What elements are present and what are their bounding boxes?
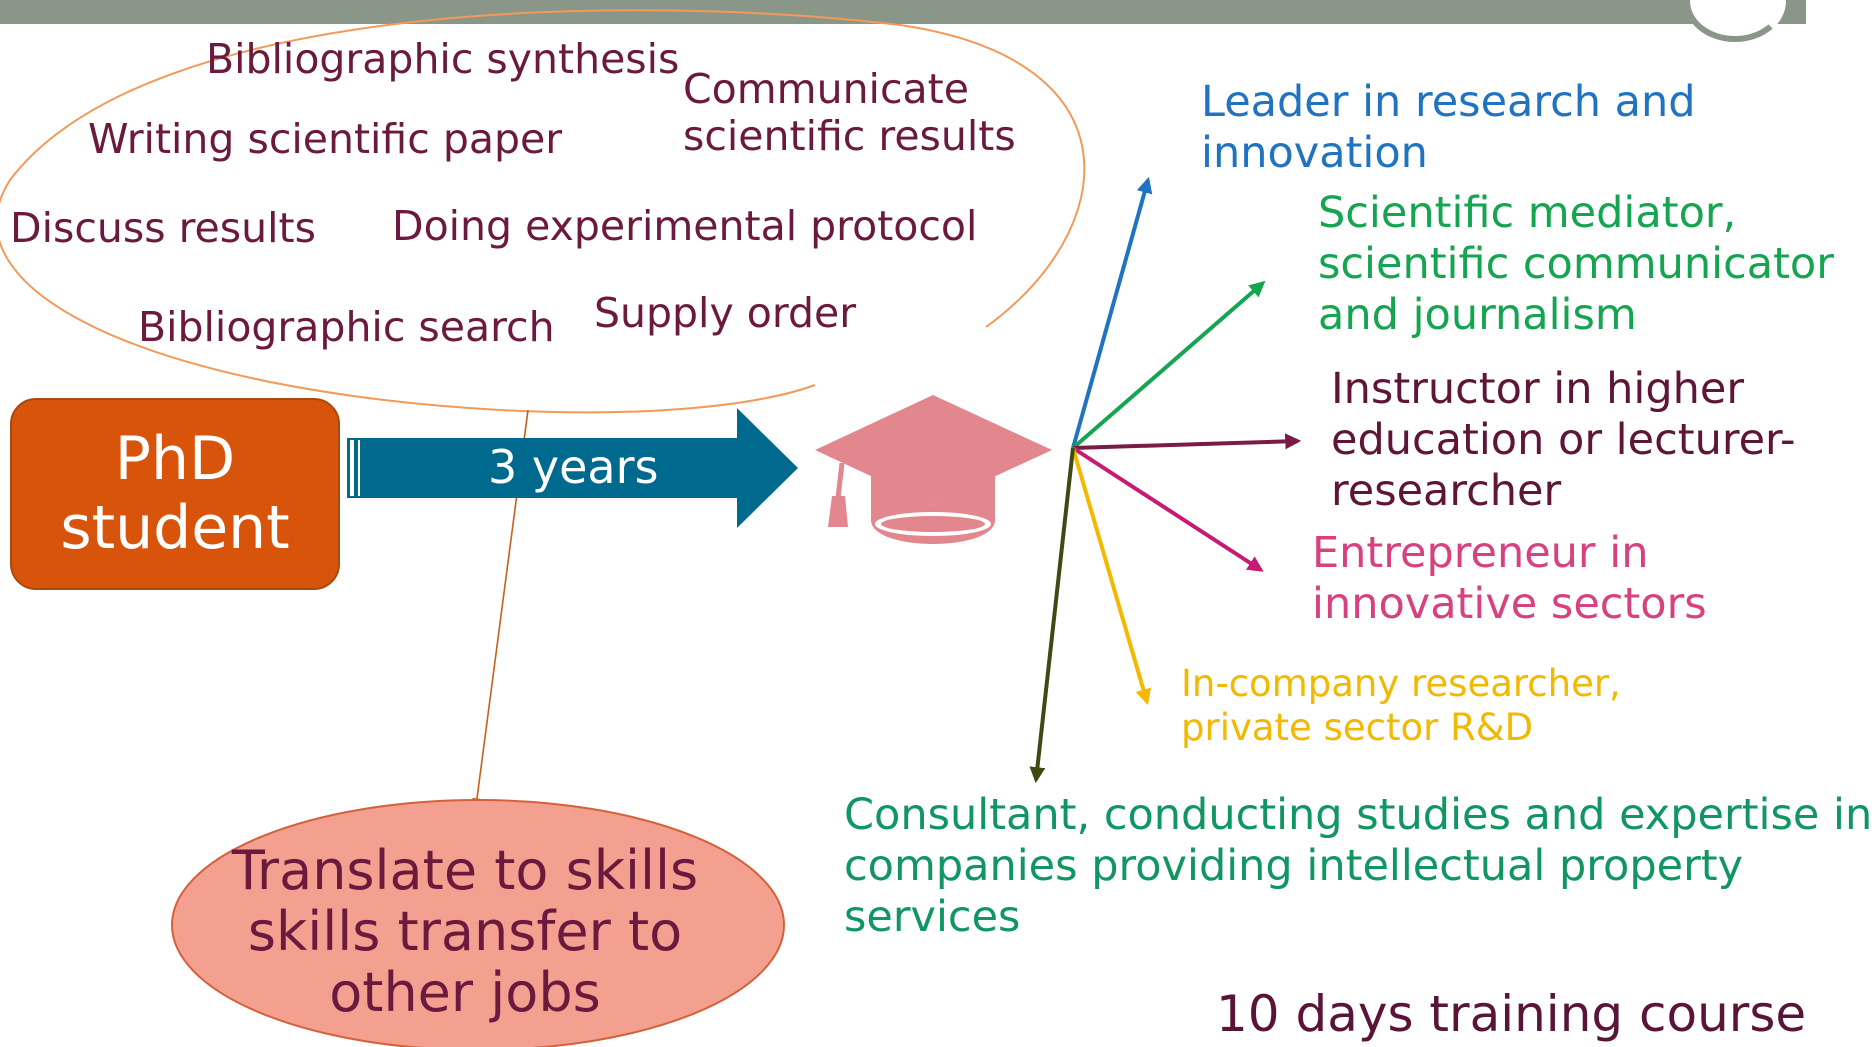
translate-skills-text: Translate to skills skills transfer to o… (231, 839, 699, 1025)
career-consultant: Consultant, conducting studies and exper… (844, 790, 1872, 943)
training-course-label: 10 days training course (1216, 985, 1807, 1043)
skills-ellipse-outline (0, 9, 1086, 414)
career-mediator: Scientific mediator, scientific communic… (1318, 188, 1834, 341)
phd-student-box: PhD student (10, 398, 340, 590)
duration-arrow (347, 408, 798, 528)
skill-scientific-results: scientific results (683, 112, 1016, 160)
phd-student-label: PhD student (60, 424, 290, 563)
skill-writing-paper: Writing scientific paper (88, 115, 563, 163)
skill-experimental-protocol: Doing experimental protocol (392, 202, 978, 250)
career-arrows (1029, 176, 1302, 784)
arrow-mediator (1071, 280, 1266, 450)
arrow-consultant (1029, 447, 1075, 784)
translate-ellipse (171, 799, 785, 1047)
arrow-incompany (1071, 447, 1152, 706)
career-instructor: Instructor in higher education or lectur… (1331, 364, 1796, 517)
skill-bibliographic-search: Bibliographic search (138, 303, 555, 351)
diagram-graphics (0, 9, 1302, 1047)
skill-communicate: Communicate (683, 65, 969, 113)
career-entrepreneur: Entrepreneur in innovative sectors (1312, 528, 1707, 630)
arrow-leader (1071, 176, 1153, 449)
arrow-instructor (1072, 433, 1302, 450)
top-banner-bar (0, 0, 1806, 24)
skill-discuss-results: Discuss results (10, 204, 316, 252)
career-incompany: In-company researcher, private sector R&… (1181, 662, 1621, 750)
duration-label: 3 years (488, 440, 659, 494)
career-leader: Leader in research and innovation (1201, 77, 1696, 179)
graduation-cap-icon (815, 395, 1052, 544)
skill-bibliographic-synthesis: Bibliographic synthesis (206, 35, 680, 83)
arrow-entrepreneur (1071, 446, 1264, 572)
skill-supply-order: Supply order (594, 289, 857, 337)
